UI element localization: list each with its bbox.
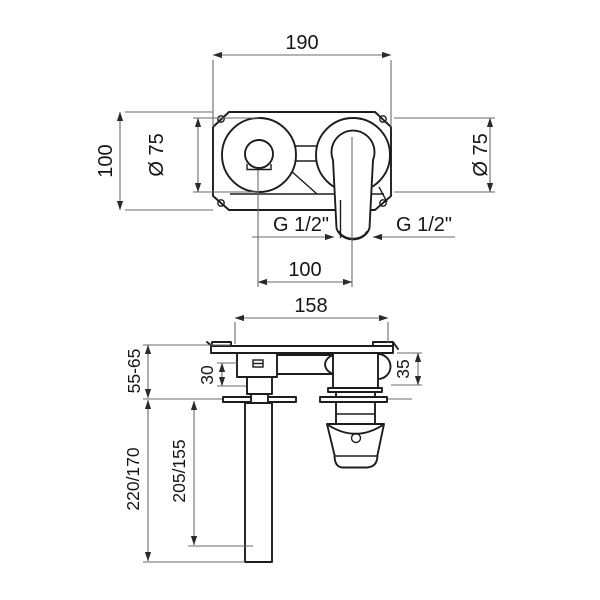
handle-side	[326, 401, 385, 469]
dim-dia75-left-label: Ø 75	[146, 133, 168, 176]
thread-label-right: G 1/2"	[372, 214, 455, 241]
dim-dia75-left: Ø 75	[146, 117, 259, 193]
dim-dia75-right: Ø 75	[394, 117, 495, 193]
thread-label-right-text: G 1/2"	[396, 214, 452, 236]
spout-outlet-slot	[246, 164, 272, 171]
top-view: 190 100 Ø 75 Ø 75 G 1/2"	[95, 32, 495, 287]
thread-label-left-text: G 1/2"	[273, 214, 329, 236]
dim-35: 35	[391, 352, 422, 386]
dim-190-label: 190	[285, 32, 318, 54]
dim-55-65-label: 55-65	[124, 349, 144, 394]
spout-body	[236, 352, 278, 404]
body-diagonal-right	[378, 186, 388, 203]
spout-outlet-circle	[244, 139, 274, 169]
face-plate	[206, 341, 399, 354]
dim-35-label: 35	[393, 359, 413, 378]
dim-100-centers: 100	[257, 259, 353, 286]
dim-205-155: 205/155	[169, 400, 253, 547]
side-view: 158 55-65 220/170 205/155 30	[123, 295, 422, 563]
dim-220-170: 220/170	[123, 399, 245, 563]
spout-pipe	[244, 402, 273, 563]
dim-158: 158	[234, 295, 389, 344]
dim-158-label: 158	[294, 295, 327, 317]
dim-30-label: 30	[197, 365, 217, 385]
dim-30: 30	[197, 362, 246, 387]
cartridge-body	[327, 352, 392, 398]
plate-screw-holes	[217, 115, 387, 207]
dim-100-height-label: 100	[95, 144, 117, 177]
dim-55-65: 55-65	[124, 344, 230, 399]
thread-label-left: G 1/2"	[252, 214, 335, 241]
dim-190: 190	[212, 32, 392, 127]
dim-205-155-label: 205/155	[169, 439, 189, 502]
dim-dia75-right-label: Ø 75	[470, 133, 492, 176]
lever-handle	[330, 129, 376, 241]
dim-220-170-label: 220/170	[123, 447, 143, 511]
connecting-tube	[276, 354, 334, 375]
dim-100-height: 100	[95, 111, 213, 211]
dim-100-centers-label: 100	[288, 259, 321, 281]
